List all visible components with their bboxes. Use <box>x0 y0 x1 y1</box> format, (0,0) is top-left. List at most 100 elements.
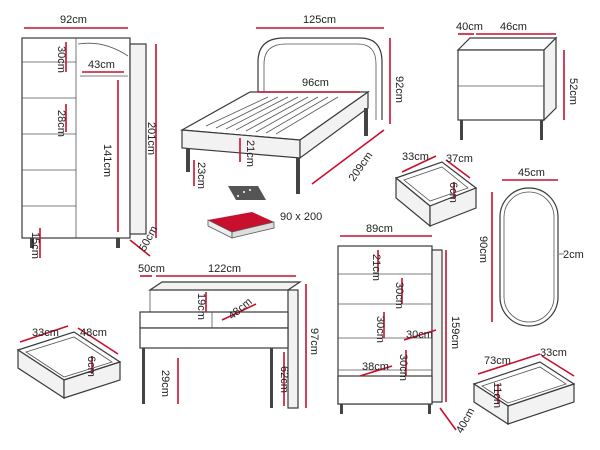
wardrobe-rail-width-label: 43cm <box>88 59 115 71</box>
wardrobe-side <box>129 43 147 235</box>
mirror-thickness-label: 2cm <box>563 249 584 261</box>
mattress-red-layer <box>208 212 274 232</box>
bed-frame-height-label: 21cm <box>244 140 256 167</box>
bed-depth-line <box>311 129 385 185</box>
nightstand-drawer-height-label: 6cm <box>447 182 459 203</box>
bed-slats <box>205 96 339 135</box>
wardrobe-plinth-label: 15cm <box>29 232 41 259</box>
desk-drawer-front <box>139 327 289 349</box>
nightstand-drawer-front <box>429 187 477 227</box>
nightstand-side <box>543 36 557 122</box>
mirror-width-label: 45cm <box>518 167 545 179</box>
desk-leg <box>142 348 145 404</box>
bookcase-side <box>431 249 443 403</box>
bookcase-drawer-front <box>507 383 575 425</box>
wardrobe-leg <box>116 238 120 248</box>
desk-drawer-inner <box>25 336 113 378</box>
mirror-height-label: 90cm <box>477 236 489 263</box>
desk-top <box>139 311 289 329</box>
desk-drawer-depth-label: 48cm <box>80 327 107 339</box>
mattress-dark-layer <box>228 186 266 200</box>
bookcase-leg <box>340 404 343 414</box>
bed-headboard-inner <box>263 43 377 120</box>
bed: 125cm 92cm 96cm 21cm 23cm 209cm 90 x 200 <box>179 14 405 239</box>
bookcase-drawer-height-label: 11cm <box>491 382 503 408</box>
bookcase-depth-label: 40cm <box>454 406 477 435</box>
desk-drawer: 33cm 48cm 6cm <box>16 325 122 400</box>
bookcase-shelf-1-label: 30cm <box>393 282 405 309</box>
nightstand-height-label: 52cm <box>567 78 579 105</box>
bookcase-drawer-depth-label: 33cm <box>540 347 567 359</box>
nightstand-drawer-depth-label: 37cm <box>446 153 473 165</box>
nightstand-top <box>456 37 558 51</box>
nightstand: 40cm 46cm 52cm <box>456 21 579 140</box>
nightstand-front <box>457 49 545 121</box>
bed-leg <box>364 108 368 136</box>
nightstand-width-label: 46cm <box>500 21 527 33</box>
bookcase-top-shelf-label: 21cm <box>370 254 382 281</box>
wardrobe-compartment-label: 28cm <box>55 110 67 137</box>
bookcase-depth-line <box>439 407 457 431</box>
mattress-illustration <box>207 186 275 239</box>
desk-depth-label: 50cm <box>138 263 165 275</box>
bookcase-shelf-3-label: 30cm <box>406 329 433 341</box>
wardrobe-width-label: 92cm <box>60 14 87 26</box>
desk-shelf-height-label: 19cm <box>195 293 207 320</box>
bookcase-width-label: 89cm <box>366 223 393 235</box>
bookcase-shelf-2-label: 30cm <box>374 316 386 343</box>
wardrobe-leg <box>30 238 34 248</box>
bookcase-shelf-4-label: 30cm <box>397 354 409 381</box>
nightstand-drawer-depth-line <box>445 159 471 179</box>
bookcase: 89cm 21cm 30cm 30cm 30cm 30cm 38cm 159cm… <box>337 223 477 435</box>
nightstand-depth-label: 40cm <box>456 21 483 33</box>
bookcase-drawer <box>337 375 433 405</box>
nightstand-leg <box>460 120 463 140</box>
wardrobe-hanging-label: 141cm <box>101 144 113 177</box>
desk-height-label: 97cm <box>308 328 320 355</box>
bed-leg <box>186 148 190 172</box>
bookcase-leg <box>428 404 431 414</box>
desk-drawer-width-label: 33cm <box>32 327 59 339</box>
wardrobe-depth-line <box>129 239 151 257</box>
wardrobe-height-label: 201cm <box>145 122 157 155</box>
bookcase-drawer-inner <box>481 366 567 404</box>
desk-leg-height-label: 62cm <box>278 366 290 393</box>
mirror-frame <box>499 187 559 327</box>
wardrobe: 92cm 30cm 43cm 28cm 141cm 201cm 15cm 50c… <box>21 14 160 259</box>
mattress-size-label: 90 x 200 <box>280 211 322 223</box>
desk-drawer-width-line <box>221 303 257 321</box>
desk-drawer-depth-line <box>77 327 119 355</box>
wardrobe-door-arc <box>77 42 129 57</box>
nightstand-drawer-width-label: 33cm <box>402 151 429 163</box>
bookcase-drawer-depth-label: 38cm <box>362 361 389 373</box>
nightstand-drawer-inner <box>403 166 469 202</box>
nightstand-drawer-width-line <box>401 155 437 173</box>
bookcase-height-label: 159cm <box>449 316 461 349</box>
nightstand-drawer: 33cm 37cm 6cm <box>394 151 478 228</box>
desk-side-panel <box>287 289 299 409</box>
bookcase-drawer-depth-line <box>359 365 393 377</box>
bed-leg-height-label: 23cm <box>195 162 207 189</box>
desk-width-label: 122cm <box>208 263 241 275</box>
desk-drawer-height-label: 6cm <box>85 356 97 377</box>
desk-drawer-front <box>63 361 121 399</box>
bed-leg <box>296 158 300 194</box>
desk: 50cm 122cm 19cm 48cm 97cm 29cm 62cm <box>138 263 320 409</box>
mirror: 45cm 90cm 2cm <box>477 167 584 327</box>
bed-headboard-label: 92cm <box>393 76 405 103</box>
wardrobe-shelf-gap-label: 30cm <box>55 46 67 73</box>
bookcase-drawer-depth-line <box>541 355 575 377</box>
desk-drawer-width-line <box>19 325 69 343</box>
bed-length-label: 125cm <box>303 14 336 26</box>
bed-mattress-width-label: 96cm <box>302 77 329 89</box>
bookcase-drawer-width-line <box>477 353 541 375</box>
bookcase-drawer-detail: 73cm 33cm 11cm <box>472 347 576 426</box>
desk-leg <box>270 348 273 408</box>
mirror-glass <box>503 191 555 323</box>
desk-knee-height-label: 29cm <box>159 370 171 397</box>
bookcase-drawer-width-label: 73cm <box>484 355 511 367</box>
bookcase-shelf-3-line <box>403 329 437 341</box>
desk-shelf-top <box>148 281 302 291</box>
nightstand-leg <box>540 120 543 140</box>
